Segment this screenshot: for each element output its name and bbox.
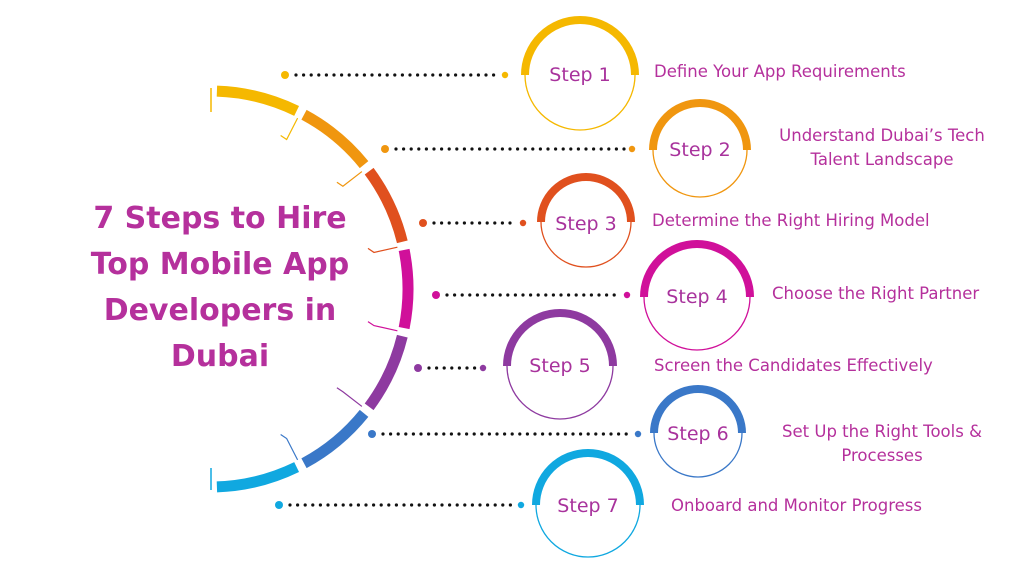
step-5-label: Step 5 bbox=[529, 355, 591, 377]
step-3-description: Determine the Right Hiring Model bbox=[652, 211, 930, 230]
arc-segment-1 bbox=[216, 85, 300, 116]
description-line: Talent Landscape bbox=[810, 150, 954, 169]
step-3-label: Step 3 bbox=[555, 213, 617, 235]
arc-segment-6 bbox=[301, 409, 369, 469]
step-6-circle-arc bbox=[650, 385, 746, 434]
connector-bracket bbox=[280, 117, 299, 141]
connector-end-dot bbox=[517, 501, 525, 509]
step-1-circle-arc bbox=[521, 16, 639, 76]
step-1-label: Step 1 bbox=[549, 64, 611, 86]
step-5-circle-arc bbox=[503, 309, 617, 367]
page-title: 7 Steps to Hire Top Mobile App Developer… bbox=[60, 196, 380, 380]
connector-end-dot bbox=[519, 219, 527, 227]
connector-end-dot bbox=[634, 430, 642, 438]
step-1-description: Define Your App Requirements bbox=[654, 62, 906, 81]
step-4-circle-arc bbox=[640, 240, 754, 298]
connector-start-dot bbox=[281, 71, 289, 79]
step-3-circle-arc bbox=[537, 173, 635, 223]
title-line: 7 Steps to Hire bbox=[93, 201, 347, 236]
connector-end-dot bbox=[623, 291, 631, 299]
step-6-description: Set Up the Right Tools & Processes bbox=[762, 420, 1002, 468]
step-7-description: Onboard and Monitor Progress bbox=[671, 496, 923, 515]
arc-segment-4 bbox=[398, 248, 414, 330]
connector-bracket bbox=[280, 433, 299, 461]
step-7-label: Step 7 bbox=[557, 495, 619, 517]
connector-end-dot bbox=[501, 71, 509, 79]
step-7-circle-arc bbox=[532, 449, 644, 506]
title-line: Dubai bbox=[170, 339, 270, 374]
connector-bracket bbox=[367, 246, 398, 254]
step-4-description: Choose the Right Partner bbox=[772, 284, 980, 303]
arc-segment-3 bbox=[364, 167, 408, 244]
description-line: Understand Dubai’s Tech bbox=[779, 126, 985, 145]
arc-segment-2 bbox=[301, 109, 369, 169]
step-2-circle-arc bbox=[649, 99, 751, 151]
title-line: Developers in bbox=[103, 293, 337, 328]
step-6-label: Step 6 bbox=[667, 423, 729, 445]
description-line: Processes bbox=[841, 446, 923, 465]
connector-start-dot bbox=[419, 219, 427, 227]
title-line: Top Mobile App bbox=[90, 247, 350, 282]
connector-bracket bbox=[367, 321, 398, 332]
connector-bracket bbox=[336, 387, 363, 407]
connector-start-dot bbox=[381, 145, 389, 153]
description-line: Set Up the Right Tools & bbox=[782, 422, 982, 441]
connector-start-dot bbox=[368, 430, 376, 438]
connector-end-dot bbox=[479, 364, 487, 372]
step-2-label: Step 2 bbox=[669, 139, 731, 161]
step-4-label: Step 4 bbox=[666, 286, 728, 308]
connector-start-dot bbox=[432, 291, 440, 299]
connector-start-dot bbox=[414, 364, 422, 372]
step-5-description: Screen the Candidates Effectively bbox=[654, 356, 933, 375]
step-2-description: Understand Dubai’s Tech Talent Landscape bbox=[762, 124, 1002, 172]
arc-segment-5 bbox=[364, 334, 408, 411]
connector-end-dot bbox=[628, 145, 636, 153]
connector-bracket bbox=[336, 171, 363, 187]
connector-start-dot bbox=[275, 501, 283, 509]
arc-segment-7 bbox=[216, 462, 300, 493]
